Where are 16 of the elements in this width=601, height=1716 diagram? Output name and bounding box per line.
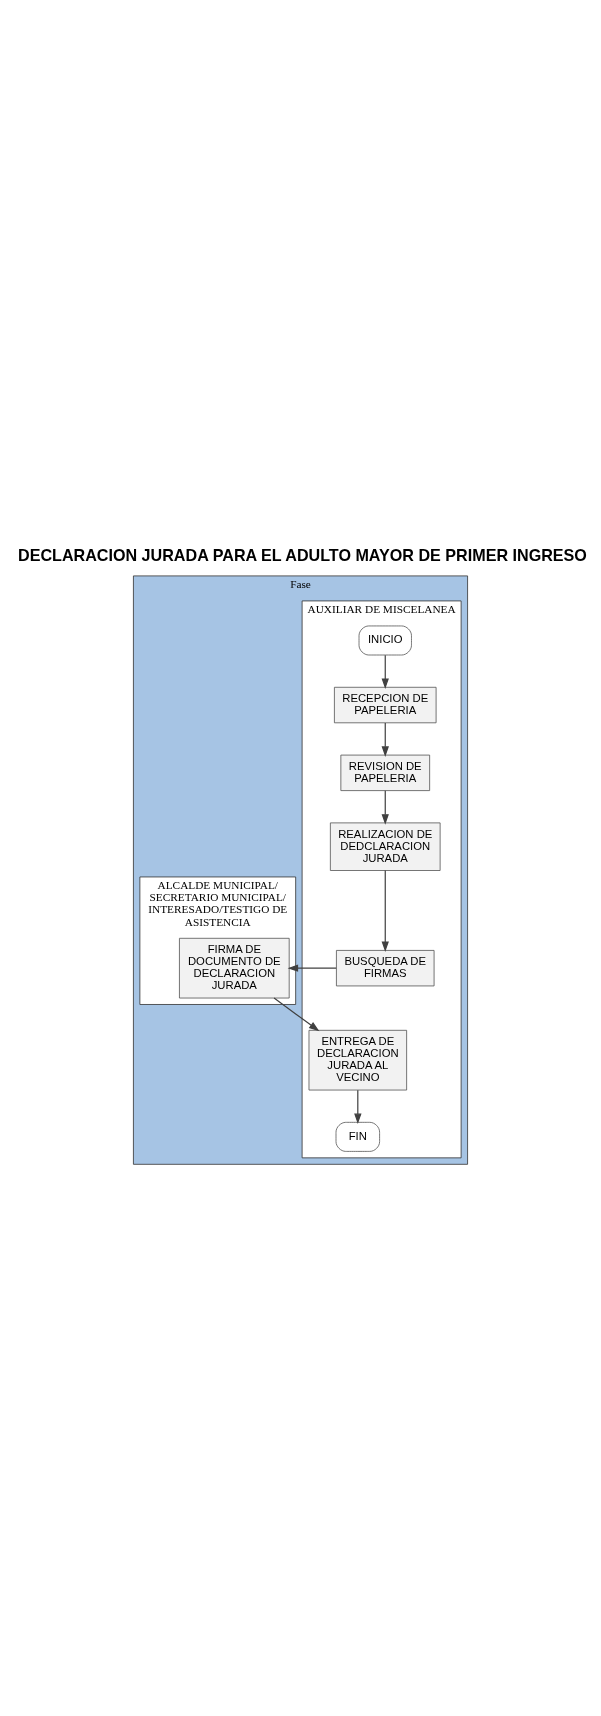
node-box: RECEPCION DE PAPELERIA: [334, 686, 437, 724]
arrow: [381, 654, 389, 689]
arrow: [354, 1089, 362, 1125]
diagram-title: DECLARACION JURADA PARA EL ADULTO MAYOR DE PRIMER INGRESO: [18, 545, 587, 564]
arrow: [273, 997, 320, 1032]
node-box: INICIO: [358, 625, 412, 656]
node-box: FIRMA DE DOCUMENTO DE DECLARACION JURADA: [179, 937, 290, 999]
node-box: REVISION DE PAPELERIA: [340, 754, 431, 791]
node-box: BUSQUEDA DE FIRMAS: [336, 950, 435, 987]
arrow: [381, 722, 389, 757]
node-box: REALIZACION DE DEDCLARACION JURADA: [329, 822, 441, 871]
arrow: [381, 870, 389, 952]
node-box: ENTREGA DE DECLARACION JURADA AL VECINO: [308, 1029, 408, 1091]
arrow: [287, 964, 337, 972]
node-box: FIN: [335, 1121, 380, 1152]
arrow: [381, 790, 389, 825]
